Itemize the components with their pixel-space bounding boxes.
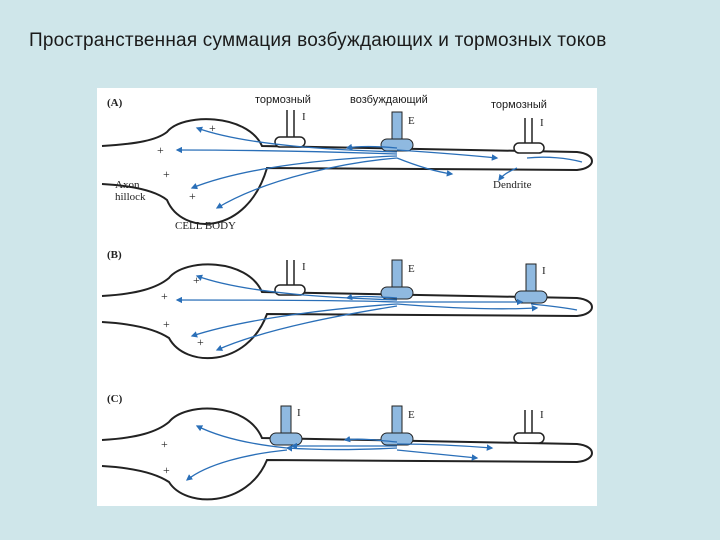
plus-a2: + bbox=[157, 143, 164, 157]
currents-c bbox=[185, 425, 494, 481]
slide-title: Пространственная суммация возбуждающих и… bbox=[29, 30, 607, 51]
panel-label-b: (B) bbox=[107, 249, 122, 261]
annotation-inhibitory-right: тормозный bbox=[491, 99, 547, 111]
label-hillock: hillock bbox=[115, 191, 146, 203]
inhibitory-synapse-a2 bbox=[513, 118, 545, 154]
panel-label-a: (A) bbox=[107, 97, 123, 109]
label-i-b2: I bbox=[542, 265, 546, 277]
plus-a1: + bbox=[209, 121, 216, 135]
plus-b3: + bbox=[163, 317, 170, 331]
label-cell-body: CELL BODY bbox=[175, 220, 236, 232]
excitatory-synapse-a bbox=[380, 111, 414, 152]
currents-b bbox=[175, 274, 578, 351]
label-i-a1: I bbox=[302, 111, 306, 123]
panel-a: (A) I E I bbox=[101, 97, 593, 232]
excitatory-synapse-c bbox=[380, 405, 414, 446]
label-e-c: E bbox=[408, 409, 415, 421]
neuron-summation-figure: тормозный возбуждающий тормозный (A) I E bbox=[97, 88, 597, 506]
inhibitory-synapse-c2 bbox=[513, 410, 545, 444]
plus-a3: + bbox=[163, 167, 170, 181]
annotation-inhibitory-left: тормозный bbox=[255, 94, 311, 106]
label-dendrite: Dendrite bbox=[493, 179, 532, 191]
label-axon: Axon bbox=[115, 179, 140, 191]
currents-a bbox=[175, 126, 583, 209]
inhibitory-synapse-b1 bbox=[274, 260, 306, 296]
plus-a4: + bbox=[189, 189, 196, 203]
plus-c1: + bbox=[161, 437, 168, 451]
neuron-outline-c bbox=[101, 407, 593, 501]
label-e-b: E bbox=[408, 263, 415, 275]
label-i-b1: I bbox=[302, 261, 306, 273]
annotation-excitatory: возбуждающий bbox=[350, 94, 428, 106]
inhibitory-synapse-c1-active bbox=[269, 405, 303, 446]
neuron-outline-a bbox=[101, 118, 593, 225]
panel-c: (C) I E I bbox=[101, 393, 593, 501]
plus-b2: + bbox=[161, 289, 168, 303]
inhibitory-synapse-a1 bbox=[274, 110, 306, 148]
label-i-a2: I bbox=[540, 117, 544, 129]
label-i-c2: I bbox=[540, 409, 544, 421]
excitatory-synapse-b bbox=[380, 259, 414, 300]
panel-b: (B) I E I bbox=[101, 249, 593, 360]
plus-b4: + bbox=[197, 335, 204, 349]
label-i-c1: I bbox=[297, 407, 301, 419]
plus-c2: + bbox=[163, 463, 170, 477]
plus-b1: + bbox=[193, 273, 200, 287]
neuron-outline-b bbox=[101, 263, 593, 360]
figure-svg: тормозный возбуждающий тормозный (A) I E bbox=[101, 94, 593, 501]
label-e-a: E bbox=[408, 115, 415, 127]
panel-label-c: (C) bbox=[107, 393, 123, 405]
